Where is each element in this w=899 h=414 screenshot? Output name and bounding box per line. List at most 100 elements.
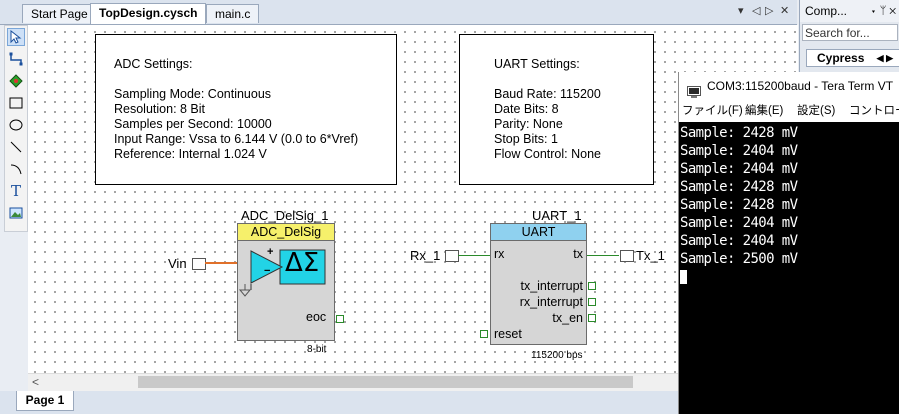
- adc-setting-line: Resolution: 8 Bit: [114, 102, 206, 116]
- tera-term-window[interactable]: COM3:115200baud - Tera Term VT ファイル(F) 編…: [678, 72, 899, 414]
- terminal-output[interactable]: Sample: 2428 mV Sample: 2404 mV Sample: …: [679, 124, 899, 414]
- uart-tx-pin-label: tx: [573, 247, 583, 261]
- vin-pin-icon[interactable]: [192, 258, 206, 270]
- uart-tx-en-label: tx_en: [552, 311, 583, 325]
- rx-wire[interactable]: [458, 255, 490, 256]
- adc-setting-line: Sampling Mode: Continuous: [114, 87, 272, 101]
- uart-settings-title: UART Settings:: [494, 57, 580, 71]
- schematic-toolbox: T: [4, 25, 28, 232]
- catalog-tab-label: Cypress: [817, 51, 865, 65]
- uart-rx-interrupt-label: rx_interrupt: [519, 295, 583, 309]
- menu-settings[interactable]: 設定(S): [797, 105, 836, 117]
- tab-label: TopDesign.cysch: [99, 6, 198, 20]
- adc-setting-line: Samples per Second: 10000: [114, 117, 272, 131]
- terminal-line: Sample: 2404 mV: [680, 215, 798, 231]
- tab-close-icon[interactable]: ✕: [780, 5, 790, 17]
- tab-prev-icon[interactable]: ◁: [752, 5, 761, 17]
- tab-next-icon[interactable]: ▷: [765, 5, 774, 17]
- tab-list-dropdown-icon[interactable]: ▾: [738, 5, 744, 17]
- arc-icon[interactable]: [7, 160, 25, 178]
- adc-eoc-terminal[interactable]: [336, 315, 344, 323]
- scrollbar-thumb[interactable]: [138, 376, 633, 388]
- terminal-cursor: [680, 270, 687, 284]
- delta-sigma-symbol: + − ΔΣ: [248, 246, 326, 290]
- panel-title: Comp...: [805, 4, 848, 18]
- menu-control[interactable]: コントロール: [849, 105, 899, 117]
- tab-main-c[interactable]: main.c: [206, 4, 260, 23]
- uart-reset-label: reset: [494, 327, 522, 341]
- ellipse-icon[interactable]: [7, 116, 25, 134]
- uart-tx-en-terminal[interactable]: [588, 314, 596, 322]
- wire-icon[interactable]: [7, 50, 25, 68]
- tx-pin-icon[interactable]: [620, 250, 634, 262]
- scroll-left-icon[interactable]: <: [32, 375, 40, 389]
- catalog-tab-arrows-icon[interactable]: ◀ ▶: [876, 53, 893, 63]
- adc-delta-sigma-label: ΔΣ: [285, 248, 320, 278]
- terminal-title: COM3:115200baud - Tera Term VT: [707, 79, 894, 93]
- terminal-line: Sample: 2428 mV: [680, 125, 798, 141]
- tab-label: Start Page: [31, 7, 88, 21]
- component-icon[interactable]: [7, 72, 25, 90]
- adc-resolution-label: 8-bit: [307, 344, 327, 355]
- horizontal-scrollbar[interactable]: <: [28, 373, 678, 391]
- adc-setting-line: Input Range: Vssa to 6.144 V (0.0 to 6*V…: [114, 132, 359, 146]
- tx-wire[interactable]: [587, 255, 619, 256]
- uart-baud-label: 115200 bps: [531, 350, 583, 361]
- text-icon[interactable]: T: [10, 182, 21, 200]
- page-tab-label: Page 1: [25, 393, 65, 407]
- tera-term-app-icon: [687, 80, 701, 98]
- terminal-line: Sample: 2428 mV: [680, 197, 798, 213]
- terminal-title-bar: COM3:115200baud - Tera Term VT: [679, 72, 899, 100]
- line-icon[interactable]: [7, 138, 25, 156]
- vin-wire[interactable]: [205, 262, 237, 264]
- tab-page-1[interactable]: Page 1: [16, 391, 74, 411]
- tab-start-page[interactable]: Start Page: [22, 4, 97, 23]
- terminal-line: Sample: 2428 mV: [680, 179, 798, 195]
- terminal-line: Sample: 2500 mV: [680, 251, 798, 267]
- tab-cypress[interactable]: Cypress ◀ ▶: [806, 49, 899, 67]
- catalog-search-input[interactable]: Search for...: [802, 24, 898, 41]
- terminal-menu-bar: ファイル(F) 編集(E) 設定(S) コントロール: [679, 100, 899, 122]
- uart-setting-line: Stop Bits: 1: [494, 132, 558, 146]
- uart-settings-box: UART Settings: Baud Rate: 115200 Date Bi…: [459, 34, 654, 185]
- image-icon[interactable]: [7, 204, 25, 222]
- uart-reset-terminal[interactable]: [480, 330, 488, 338]
- ground-icon: [238, 284, 252, 301]
- uart-setting-line: Baud Rate: 115200: [494, 87, 601, 101]
- adc-plus-sign: +: [267, 246, 274, 258]
- pointer-icon[interactable]: [7, 28, 25, 46]
- tab-label: main.c: [215, 7, 251, 21]
- vin-pin-label: Vin: [168, 256, 187, 271]
- adc-delsig-component[interactable]: ADC_DelSig + − ΔΣ eoc: [237, 223, 335, 341]
- adc-eoc-pin-label: eoc: [306, 310, 327, 324]
- menu-file[interactable]: ファイル(F): [682, 105, 743, 117]
- uart-tx-interrupt-label: tx_interrupt: [520, 279, 583, 293]
- terminal-line: Sample: 2404 mV: [680, 161, 798, 177]
- adc-component-header: ADC_DelSig: [238, 224, 334, 241]
- uart-rx-interrupt-terminal[interactable]: [588, 298, 596, 306]
- terminal-line: Sample: 2404 mV: [680, 143, 798, 159]
- menu-edit[interactable]: 編集(E): [745, 105, 784, 117]
- panel-controls-icon[interactable]: ▾ ᛘ ✕: [870, 5, 896, 17]
- adc-setting-line: Reference: Internal 1.024 V: [114, 147, 267, 161]
- rectangle-icon[interactable]: [7, 94, 25, 112]
- uart-setting-line: Date Bits: 8: [494, 102, 559, 116]
- document-tab-strip: Start Page TopDesign.cysch main.c ▾ ◁ ▷ …: [0, 0, 797, 25]
- adc-minus-sign: −: [264, 265, 271, 277]
- rx-pin-icon[interactable]: [445, 250, 459, 262]
- uart-instance-name: UART_1: [532, 208, 582, 223]
- panel-header: Comp... ▾ ᛘ ✕: [800, 0, 899, 22]
- uart-component-header: UART: [491, 224, 586, 241]
- terminal-line: Sample: 2404 mV: [680, 233, 798, 249]
- tab-topdesign[interactable]: TopDesign.cysch: [90, 3, 207, 24]
- schematic-canvas[interactable]: ADC Settings: Sampling Mode: Continuous …: [28, 25, 798, 373]
- uart-rx-pin-label: rx: [494, 247, 505, 261]
- uart-tx-interrupt-terminal[interactable]: [588, 282, 596, 290]
- page-tab-strip: [0, 391, 678, 414]
- adc-settings-box: ADC Settings: Sampling Mode: Continuous …: [95, 34, 397, 185]
- tx-pin-label: Tx_1: [636, 248, 665, 263]
- uart-setting-line: Flow Control: None: [494, 147, 601, 161]
- adc-instance-name: ADC_DelSig_1: [241, 208, 329, 223]
- uart-component[interactable]: UART rx tx tx_interrupt rx_interrupt tx_…: [490, 223, 587, 345]
- adc-settings-title: ADC Settings:: [114, 57, 193, 71]
